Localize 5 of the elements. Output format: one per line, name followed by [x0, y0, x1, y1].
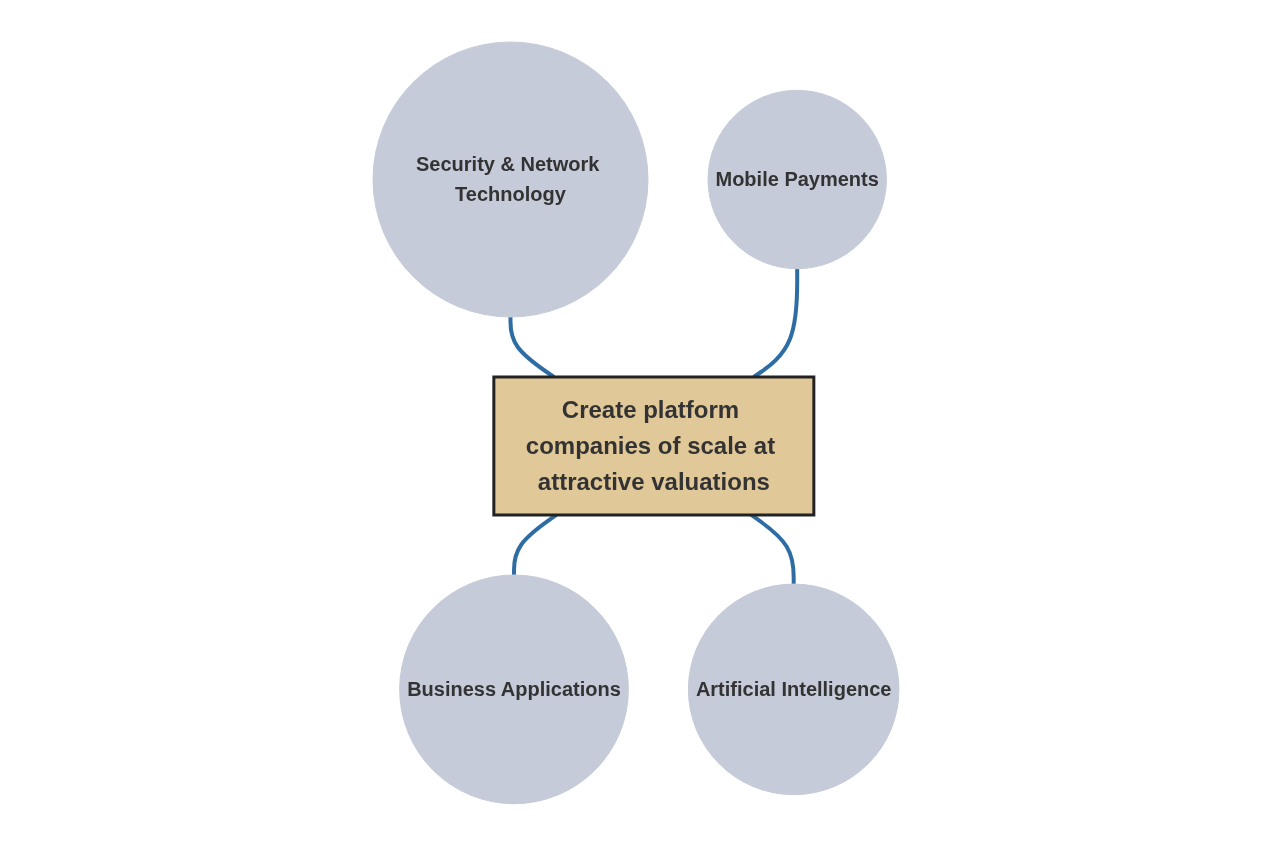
node-circle: Security & Network Technology [372, 41, 649, 318]
node-circle: Mobile Payments [707, 89, 887, 270]
node-box: Create platform companies of scale at attractive valuations [492, 375, 816, 517]
node-circle: Artificial Intelligence [687, 583, 900, 796]
node-circle: Business Applications [399, 574, 629, 805]
